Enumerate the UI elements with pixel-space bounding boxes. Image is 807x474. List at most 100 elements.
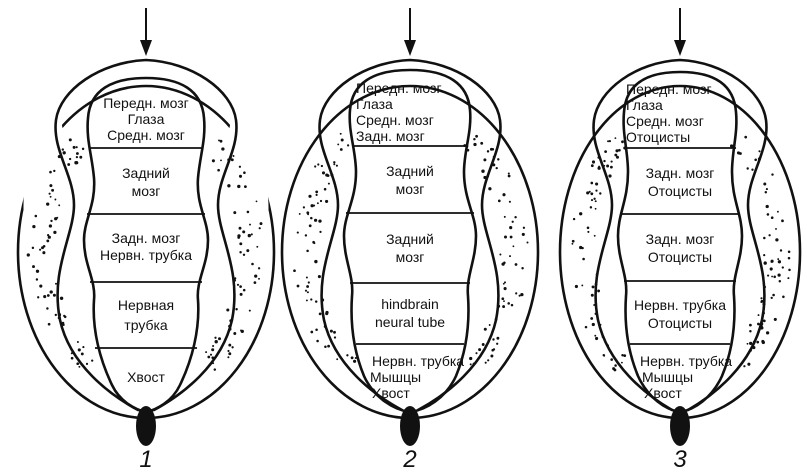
stipple-dot [595,182,598,185]
stipple-dot [782,296,785,299]
stipple-dot [758,314,760,316]
stipple-dot [761,300,764,303]
stipple-dot [592,285,595,288]
stipple-dot [749,349,752,352]
region-label: Отоцисты [648,249,712,265]
stipple-dot [771,216,774,219]
stipple-dot [771,297,773,299]
region-label: Нервн. трубка [640,353,732,369]
stipple-dot [780,249,782,251]
arrow-head-icon [674,40,686,56]
stipple-dot [779,280,781,282]
stipple-dot [603,354,605,356]
stipple-dot [782,266,784,268]
stipple-dot [747,363,750,366]
svg-text:Задн. мозгОтоцисты: Задн. мозгОтоцисты [646,231,715,265]
stipple-dot [614,364,617,367]
stipple-dot [760,322,763,325]
stipple-dot [763,320,766,323]
stipple-dot [777,273,780,276]
stipple-dot [582,258,585,261]
region-label: Глаза [626,97,663,113]
stipple-dot [764,261,767,264]
stipple-dot [616,156,619,159]
stipple-dot [612,367,615,370]
stipple-dot [787,277,789,279]
stipple-dot [581,284,583,286]
stipple-dot [608,174,611,177]
stipple-dot [610,166,613,169]
stipple-dot [763,183,766,186]
stipple-dot [590,182,593,185]
stipple-dot [592,160,595,163]
stipple-dot [739,152,742,155]
stipple-dot [597,156,600,159]
stipple-dot [753,341,755,343]
stipple-dot [598,166,600,168]
stipple-dot [597,289,600,292]
stipple-dot [777,211,779,213]
region-label: Задн. мозг [646,231,715,247]
stipple-dot [768,234,770,236]
stipple-dot [781,220,784,223]
region-label: Отоцисты [626,129,690,145]
tail-knob [670,406,690,446]
stipple-dot [575,285,578,288]
stipple-dot [592,323,595,326]
stipple-dot [623,146,626,149]
stipple-dot [579,212,582,215]
region-label: Задн. мозг [646,165,715,181]
stipple-dot [749,330,751,332]
stipple-dot [595,200,597,202]
stipple-dot [595,337,598,340]
stipple-dot [758,150,760,152]
stipple-dot [593,198,595,200]
stipple-dot [614,137,616,139]
stipple-dot [766,205,769,208]
stipple-dot [763,254,765,256]
stipple-dot [788,257,791,260]
stipple-dot [595,313,597,315]
stipple-dot [763,312,765,314]
region-label: Передн. мозг [626,81,712,97]
svg-text:Нервн. трубкаОтоцисты: Нервн. трубкаОтоцисты [634,297,726,331]
stipple-dot [606,165,609,168]
stipple-dot [591,294,594,297]
stipple-dot [751,169,753,171]
stipple-dot [775,228,777,230]
svg-text:Передн. мозгГлазаСредн. мозгОт: Передн. мозгГлазаСредн. мозгОтоцисты [626,81,712,145]
stipple-dot [599,192,601,194]
stipple-dot [749,324,752,327]
stipple-dot [587,227,590,230]
stipple-dot [595,189,597,191]
stipple-dot [607,140,609,142]
diagram-number: 3 [673,446,687,473]
stipple-dot [762,303,765,306]
stipple-dot [749,342,752,345]
stipple-dot [767,275,769,277]
stipple-dot [603,165,605,167]
stipple-dot [606,344,609,347]
stipple-dot [590,317,593,320]
stipple-dot [774,318,777,321]
region-label: Мышцы [642,369,693,385]
stipple-dot [777,258,779,260]
stipple-dot [609,140,611,142]
stipple-dot [596,273,598,275]
stipple-dot [744,136,747,139]
stipple-dot [600,324,602,326]
stipple-dot [765,191,767,193]
stipple-dot [775,238,778,241]
stipple-dot [589,191,591,193]
stipple-dot [773,276,776,279]
stipple-dot [604,150,607,153]
stipple-dot [585,326,588,329]
stipple-dot [743,365,745,367]
region-label: Отоцисты [648,183,712,199]
stipple-dot [730,144,733,147]
stipple-dot [623,354,626,357]
